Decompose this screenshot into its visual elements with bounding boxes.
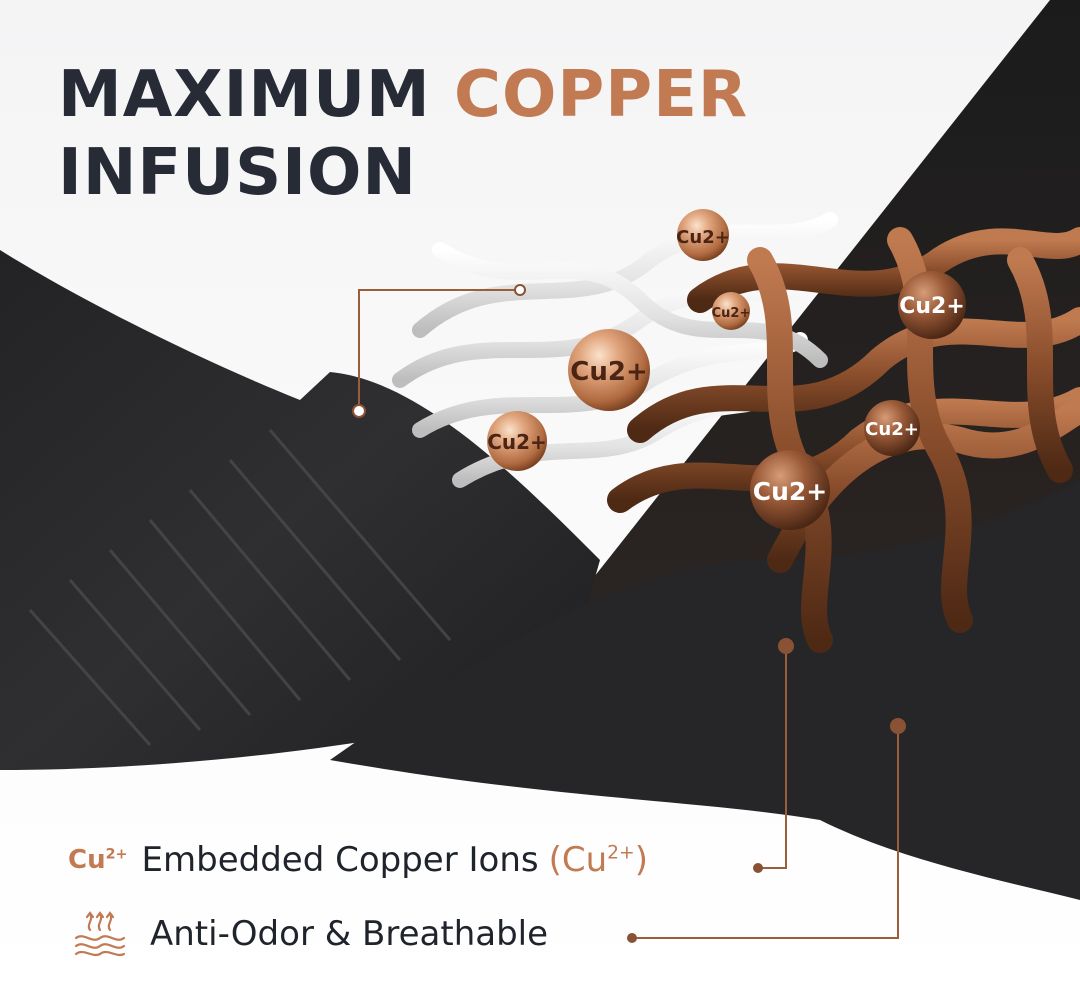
copper-ion: Cu2+	[487, 411, 547, 471]
svg-text:Cu2+: Cu2+	[487, 430, 547, 454]
copper-ion: Cu2+	[568, 329, 650, 411]
callout-lines	[358, 289, 899, 939]
callout-dot	[778, 638, 794, 654]
page-title: MAXIMUM COPPER INFUSION	[58, 56, 748, 212]
svg-text:Cu2+: Cu2+	[753, 477, 828, 506]
copper-ion: Cu2+	[676, 209, 730, 261]
callout-dot	[890, 718, 906, 734]
callout-dots	[352, 284, 906, 943]
formula-open: (Cu	[548, 840, 608, 880]
formula-sup: 2+	[607, 842, 635, 864]
svg-text:Cu2+: Cu2+	[712, 306, 751, 321]
callout-line-ions	[760, 646, 787, 869]
title-word-dark: MAXIMUM	[58, 58, 431, 132]
fabric-ribs	[28, 429, 452, 746]
sock-fabric-right	[330, 480, 1080, 900]
callout-line-top	[358, 289, 520, 411]
svg-text:Cu2+: Cu2+	[570, 357, 647, 387]
copper-ion: Cu2+	[750, 450, 830, 530]
copper-ion-icon: Cu2+	[68, 845, 128, 875]
feature-anti-odor: Anti-Odor & Breathable	[70, 910, 548, 958]
feature-copper-ions-label: Embedded Copper Ions	[141, 840, 539, 880]
icon-sup: 2+	[105, 846, 128, 863]
copper-ion: Cu2+	[712, 292, 751, 330]
icon-label: Cu	[68, 845, 106, 875]
callout-line-odor	[632, 726, 899, 939]
title-line-2: INFUSION	[58, 136, 417, 210]
copper-ion: Cu2+	[864, 400, 920, 456]
feature-anti-odor-label: Anti-Odor & Breathable	[150, 914, 549, 954]
svg-text:Cu2+: Cu2+	[676, 227, 730, 248]
callout-dot	[514, 284, 526, 296]
heat-waves-icon	[74, 911, 126, 957]
svg-text:Cu2+: Cu2+	[865, 419, 919, 440]
callout-dot	[627, 933, 637, 943]
callout-dot	[753, 863, 763, 873]
svg-text:Cu2+: Cu2+	[899, 294, 965, 319]
feature-copper-ions-formula: (Cu2+)	[549, 840, 648, 880]
formula-close: )	[634, 840, 648, 880]
callout-dot	[352, 404, 366, 418]
copper-ion: Cu2+	[898, 271, 966, 339]
feature-copper-ions: Cu2+ Embedded Copper Ions (Cu2+)	[68, 840, 648, 880]
title-word-accent: COPPER	[454, 58, 749, 132]
